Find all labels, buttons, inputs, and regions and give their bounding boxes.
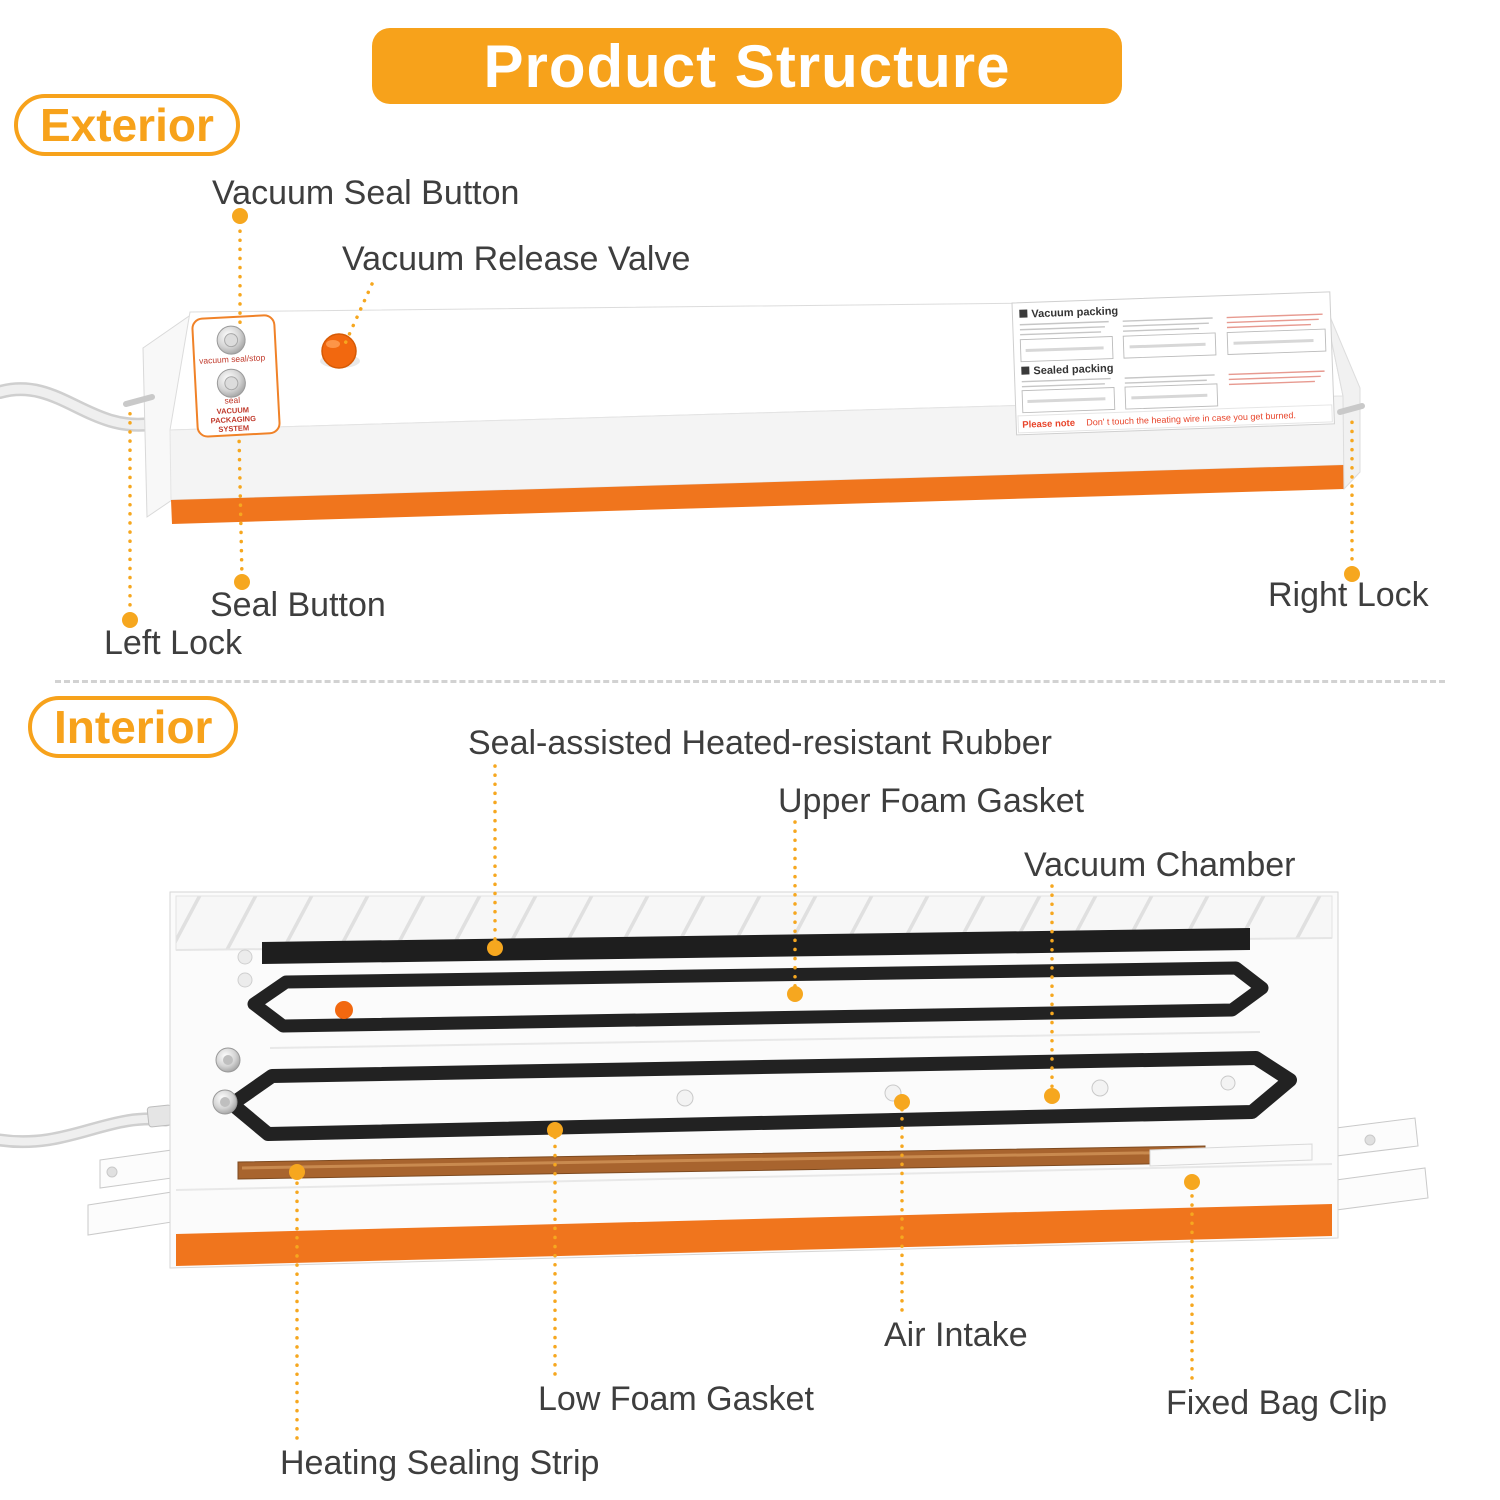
callout-seal-assisted-rubber: Seal-assisted Heated-resistant Rubber: [468, 724, 1052, 762]
callout-vacuum-chamber: Vacuum Chamber: [1024, 846, 1296, 884]
vacuum-chamber-gasket-part: [225, 1051, 1297, 1141]
control-panel: vacuum seal/stop seal VACUUM PACKAGING S…: [191, 314, 281, 438]
section-divider: [55, 680, 1445, 683]
callout-heating-sealing-strip: Heating Sealing Strip: [280, 1444, 600, 1482]
left-lock-clip: [87, 1149, 173, 1236]
page-title: Product Structure: [372, 28, 1122, 104]
instruction-microtext: [1019, 313, 1323, 336]
right-lock-clip: [1335, 1117, 1429, 1211]
instruction-microtext-2: [1021, 370, 1325, 388]
callout-left-lock: Left Lock: [104, 624, 242, 662]
section-badge-exterior: Exterior: [14, 94, 240, 156]
leader-lines: [128, 220, 1354, 1440]
interior-orange-strip: [176, 1204, 1332, 1266]
screw-icon: [212, 1047, 241, 1115]
callout-vacuum-seal-button: Vacuum Seal Button: [212, 174, 520, 212]
brand-line-1: VACUUM: [216, 405, 249, 416]
fixed-bag-clip-part: [1149, 1143, 1313, 1167]
instruction-label: Vacuum packing Sealed packing: [1011, 291, 1335, 436]
callout-seal-button: Seal Button: [210, 586, 386, 624]
exterior-device: vacuum seal/stop seal VACUUM PACKAGING S…: [0, 291, 1365, 524]
section-badge-interior: Interior: [28, 696, 239, 758]
leader-seal-button: [237, 434, 244, 580]
leader-dots: [122, 208, 1360, 1190]
air-intake-posts: [676, 1075, 1236, 1107]
seal-assisted-rubber-part: [262, 928, 1250, 964]
interior-device: [0, 891, 1429, 1269]
note-prefix: Please note: [1022, 418, 1075, 431]
upper-foam-gasket-part: [247, 961, 1269, 1033]
callout-vacuum-release-valve: Vacuum Release Valve: [342, 240, 691, 278]
panel-label-vacuum-seal-stop: vacuum seal/stop: [199, 352, 266, 365]
callout-air-intake: Air Intake: [884, 1316, 1028, 1354]
indicator-dot: [335, 1001, 353, 1019]
callout-upper-foam-gasket: Upper Foam Gasket: [778, 782, 1085, 820]
orange-base-strip: [171, 465, 1344, 524]
panel-label-seal: seal: [224, 395, 240, 406]
callout-right-lock: Right Lock: [1268, 576, 1429, 614]
brand-line-3: SYSTEM: [218, 423, 249, 434]
vacuum-release-valve-part[interactable]: [320, 333, 360, 369]
callout-fixed-bag-clip: Fixed Bag Clip: [1166, 1384, 1388, 1422]
label-heading-vacuum-packing: Vacuum packing: [1031, 305, 1118, 320]
callout-low-foam-gasket: Low Foam Gasket: [538, 1380, 814, 1418]
brand-line-2: PACKAGING: [210, 414, 256, 425]
label-heading-sealed-packing: Sealed packing: [1033, 363, 1113, 378]
